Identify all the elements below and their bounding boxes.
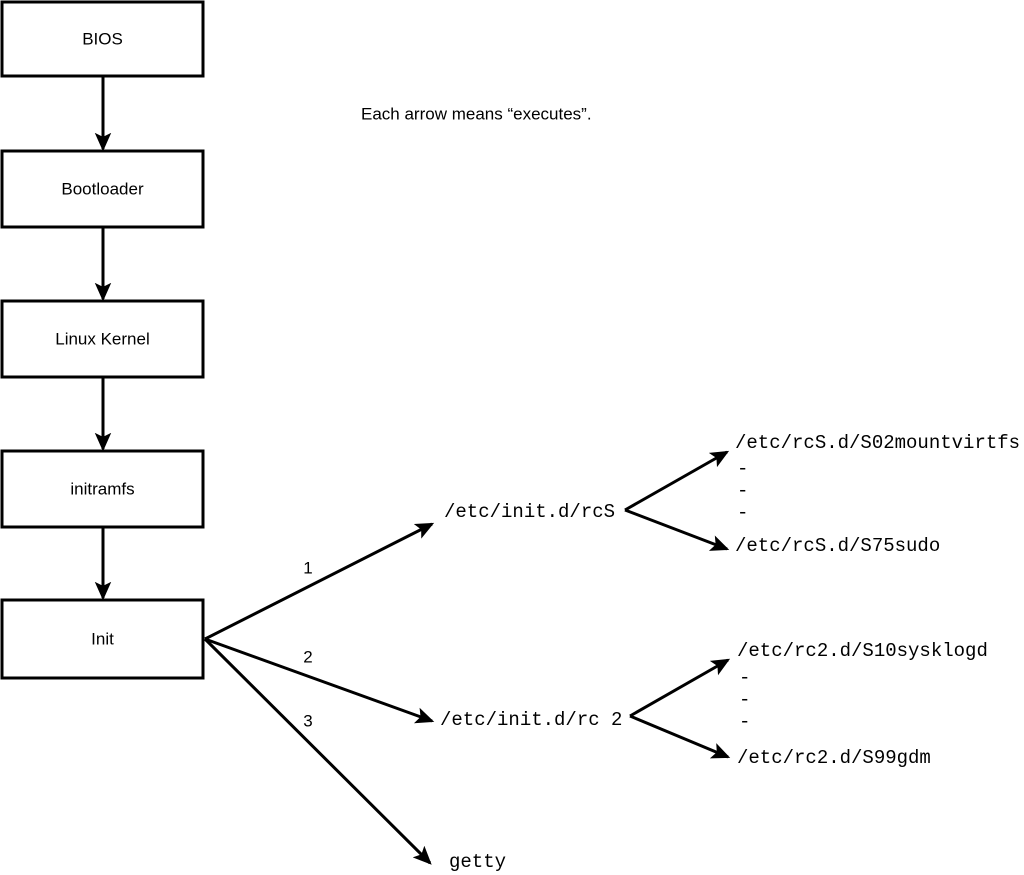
node-kernel[interactable]: Linux Kernel: [0, 299, 205, 379]
arrow-rc2-arrow-first: [629, 658, 731, 718]
rcS-branch: /etc/rcS.d/S02mountvirtfs/etc/rcS.d/S75s…: [624, 432, 1020, 557]
sub-branch-group: /etc/rcS.d/S02mountvirtfs/etc/rcS.d/S75s…: [624, 432, 1020, 769]
arrow-rc2-arrow-last: [629, 714, 731, 759]
edge-number-3: 3: [303, 711, 312, 730]
arrow-rcS-arrow-last: [624, 508, 730, 551]
node-initramfs[interactable]: initramfs: [0, 449, 205, 529]
node-label-bios: BIOS: [82, 29, 123, 48]
init-targets-group: /etc/init.d/rcS/etc/init.d/rc 2 getty: [440, 501, 622, 873]
node-box-bios[interactable]: [0, 0, 205, 78]
node-bios[interactable]: BIOS: [0, 0, 205, 78]
rcS-branch-last-label: /etc/rcS.d/S75sudo: [735, 535, 940, 557]
node-box-kernel[interactable]: [0, 299, 205, 379]
arrow-init-edge-3: [203, 637, 432, 865]
arrow-init-edge-1: [204, 522, 435, 641]
target-rcS: /etc/init.d/rcS: [444, 501, 615, 523]
caption-text: Each arrow means “executes”.: [361, 104, 592, 123]
rcS-branch-first-label: /etc/rcS.d/S02mountvirtfs: [735, 432, 1020, 454]
arrow-init-edge-2: [204, 637, 435, 724]
node-label-init: Init: [91, 629, 114, 648]
node-init[interactable]: Init: [0, 598, 205, 680]
rc2-branch-ellipsis-dash-1: -: [739, 667, 750, 689]
rc2-branch-last-label: /etc/rc2.d/S99gdm: [737, 747, 931, 769]
edge-number-1: 1: [303, 558, 312, 577]
rcS-branch-ellipsis-dash-1: -: [737, 458, 748, 480]
rc2-branch-ellipsis-dash-2: -: [739, 689, 750, 711]
target-rc2: /etc/init.d/rc 2: [440, 709, 622, 731]
node-label-initramfs: initramfs: [70, 479, 134, 498]
init-fanout-group: 1 2 3: [203, 522, 435, 865]
rc2-branch: /etc/rc2.d/S10sysklogd/etc/rc2.d/S99gdm -…: [629, 640, 988, 769]
arrow-rcS-arrow-first: [624, 450, 730, 512]
edge-number-2: 2: [303, 647, 312, 666]
node-label-bootloader: Bootloader: [61, 179, 144, 198]
rcS-branch-ellipsis-dash-2: -: [737, 480, 748, 502]
rc2-branch-ellipsis-dash-3: -: [739, 711, 750, 733]
target-getty: getty: [449, 851, 506, 873]
node-bootloader[interactable]: Bootloader: [0, 149, 205, 229]
rc2-branch-first-label: /etc/rc2.d/S10sysklogd: [737, 640, 988, 662]
node-label-kernel: Linux Kernel: [55, 329, 150, 348]
rcS-branch-ellipsis-dash-3: -: [737, 502, 748, 524]
node-box-init[interactable]: [0, 598, 205, 680]
